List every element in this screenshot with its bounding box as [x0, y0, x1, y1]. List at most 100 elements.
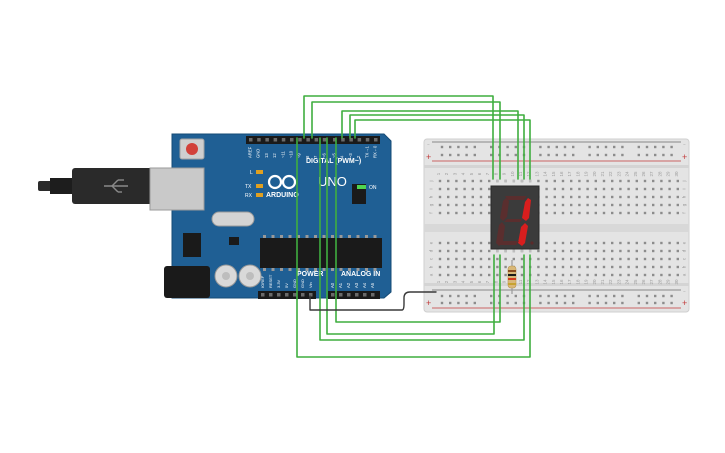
breadboard-hole[interactable] — [553, 265, 556, 269]
breadboard-hole[interactable] — [447, 187, 450, 191]
breadboard-hole[interactable] — [660, 195, 663, 199]
breadboard-hole[interactable] — [652, 241, 655, 245]
rail-hole[interactable] — [539, 145, 542, 149]
rail-hole[interactable] — [670, 153, 673, 157]
analog-pin-hole[interactable] — [371, 293, 375, 297]
rail-hole[interactable] — [547, 145, 550, 149]
breadboard-hole[interactable] — [471, 265, 474, 269]
breadboard-hole[interactable] — [553, 257, 556, 261]
rail-hole[interactable] — [465, 145, 468, 149]
breadboard-hole[interactable] — [586, 195, 589, 199]
breadboard-hole[interactable] — [537, 257, 540, 261]
power-pin-hole[interactable] — [309, 293, 313, 297]
digital-pin-hole[interactable] — [322, 138, 327, 142]
rail-hole[interactable] — [506, 301, 509, 305]
rail-hole[interactable] — [613, 145, 616, 149]
breadboard-hole[interactable] — [668, 179, 671, 183]
breadboard-hole[interactable] — [463, 211, 466, 215]
rail-hole[interactable] — [654, 153, 657, 157]
breadboard-hole[interactable] — [545, 211, 548, 215]
digital-pin-hole[interactable] — [298, 138, 302, 142]
breadboard-hole[interactable] — [611, 187, 614, 191]
breadboard-hole[interactable] — [471, 211, 474, 215]
breadboard-hole[interactable] — [545, 195, 548, 199]
breadboard-hole[interactable] — [602, 241, 606, 245]
breadboard-hole[interactable] — [594, 265, 597, 269]
breadboard-hole[interactable] — [455, 203, 458, 207]
breadboard-hole[interactable] — [643, 273, 647, 277]
breadboard-hole[interactable] — [553, 187, 556, 191]
rail-hole[interactable] — [465, 301, 468, 305]
rail-hole[interactable] — [555, 153, 558, 157]
breadboard-hole[interactable] — [594, 241, 597, 245]
breadboard-hole[interactable] — [668, 249, 671, 253]
rail-hole[interactable] — [645, 145, 649, 149]
breadboard-hole[interactable] — [496, 257, 499, 261]
rail-hole[interactable] — [490, 145, 493, 149]
breadboard-hole[interactable] — [463, 273, 466, 277]
breadboard-hole[interactable] — [553, 195, 556, 199]
breadboard-hole[interactable] — [635, 187, 638, 191]
breadboard-hole[interactable] — [660, 249, 663, 253]
breadboard-hole[interactable] — [602, 249, 606, 253]
breadboard-hole[interactable] — [602, 187, 606, 191]
breadboard-hole[interactable] — [619, 273, 622, 277]
rail-hole[interactable] — [555, 294, 558, 298]
breadboard-hole[interactable] — [578, 241, 581, 245]
breadboard-hole[interactable] — [643, 249, 647, 253]
rail-hole[interactable] — [490, 301, 493, 305]
breadboard-hole[interactable] — [627, 179, 630, 183]
rail-hole[interactable] — [621, 301, 624, 305]
breadboard-hole[interactable] — [520, 257, 524, 261]
breadboard-hole[interactable] — [479, 257, 483, 261]
power-pin-hole[interactable] — [301, 293, 305, 297]
breadboard-hole[interactable] — [594, 179, 597, 183]
rail-hole[interactable] — [506, 145, 509, 149]
breadboard-hole[interactable] — [455, 211, 458, 215]
breadboard-hole[interactable] — [537, 249, 540, 253]
breadboard-hole[interactable] — [479, 187, 483, 191]
breadboard-hole[interactable] — [594, 195, 597, 199]
breadboard-hole[interactable] — [447, 257, 450, 261]
rail-hole[interactable] — [514, 294, 517, 298]
breadboard-hole[interactable] — [652, 265, 655, 269]
rail-hole[interactable] — [440, 153, 444, 157]
breadboard-hole[interactable] — [488, 187, 491, 191]
breadboard-hole[interactable] — [652, 179, 655, 183]
breadboard-hole[interactable] — [438, 179, 442, 183]
breadboard-hole[interactable] — [537, 179, 540, 183]
breadboard-hole[interactable] — [611, 265, 614, 269]
breadboard-hole[interactable] — [643, 187, 647, 191]
breadboard-hole[interactable] — [561, 273, 565, 277]
breadboard-hole[interactable] — [570, 203, 573, 207]
breadboard-hole[interactable] — [488, 195, 491, 199]
digital-pin-hole[interactable] — [333, 138, 337, 142]
breadboard-hole[interactable] — [643, 195, 647, 199]
breadboard-hole[interactable] — [504, 265, 507, 269]
rail-hole[interactable] — [621, 153, 624, 157]
rail-hole[interactable] — [604, 153, 608, 157]
breadboard-hole[interactable] — [602, 195, 606, 199]
breadboard-hole[interactable] — [479, 249, 483, 253]
breadboard-hole[interactable] — [479, 195, 483, 199]
breadboard-hole[interactable] — [627, 203, 630, 207]
breadboard-hole[interactable] — [463, 257, 466, 261]
rail-hole[interactable] — [440, 145, 444, 149]
breadboard-hole[interactable] — [438, 257, 442, 261]
rail-hole[interactable] — [572, 301, 575, 305]
breadboard-hole[interactable] — [471, 249, 474, 253]
power-pin-hole[interactable] — [293, 293, 297, 297]
breadboard-hole[interactable] — [463, 249, 466, 253]
breadboard-hole[interactable] — [594, 257, 597, 261]
breadboard-hole[interactable] — [619, 179, 622, 183]
breadboard-hole[interactable] — [652, 211, 655, 215]
breadboard-hole[interactable] — [561, 211, 565, 215]
breadboard-hole[interactable] — [611, 195, 614, 199]
rail-hole[interactable] — [514, 153, 517, 157]
breadboard-hole[interactable] — [643, 203, 647, 207]
rail-hole[interactable] — [596, 153, 599, 157]
ground-wire[interactable] — [309, 291, 437, 311]
breadboard-hole[interactable] — [619, 257, 622, 261]
power-pin-hole[interactable] — [277, 293, 281, 297]
signal-wire[interactable] — [341, 110, 519, 180]
